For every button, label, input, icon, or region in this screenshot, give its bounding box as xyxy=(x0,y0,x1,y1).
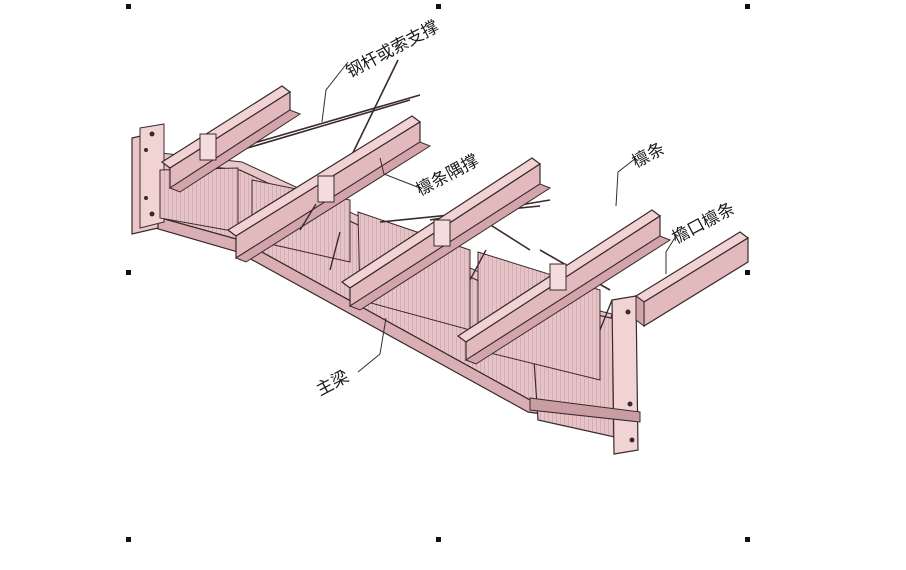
handle-bottom-center[interactable] xyxy=(436,537,441,542)
connection-plates xyxy=(199,133,567,291)
handle-mid-left[interactable] xyxy=(126,270,131,275)
handle-top-right[interactable] xyxy=(745,4,750,9)
label-purlin: 檩条 xyxy=(629,139,668,173)
leader-lines xyxy=(321,61,677,373)
label-purlin-brace: 檩条隅撑 xyxy=(413,151,482,201)
left-column xyxy=(131,123,165,235)
handle-top-center[interactable] xyxy=(436,4,441,9)
handle-top-left[interactable] xyxy=(126,4,131,9)
purlin-braces xyxy=(299,203,613,331)
handle-bottom-right[interactable] xyxy=(745,537,750,542)
handle-bottom-left[interactable] xyxy=(126,537,131,542)
label-main-beam: 主梁 xyxy=(313,367,352,401)
eave-purlin xyxy=(634,231,750,328)
purlin-1 xyxy=(160,85,302,193)
handle-mid-right[interactable] xyxy=(745,270,750,275)
